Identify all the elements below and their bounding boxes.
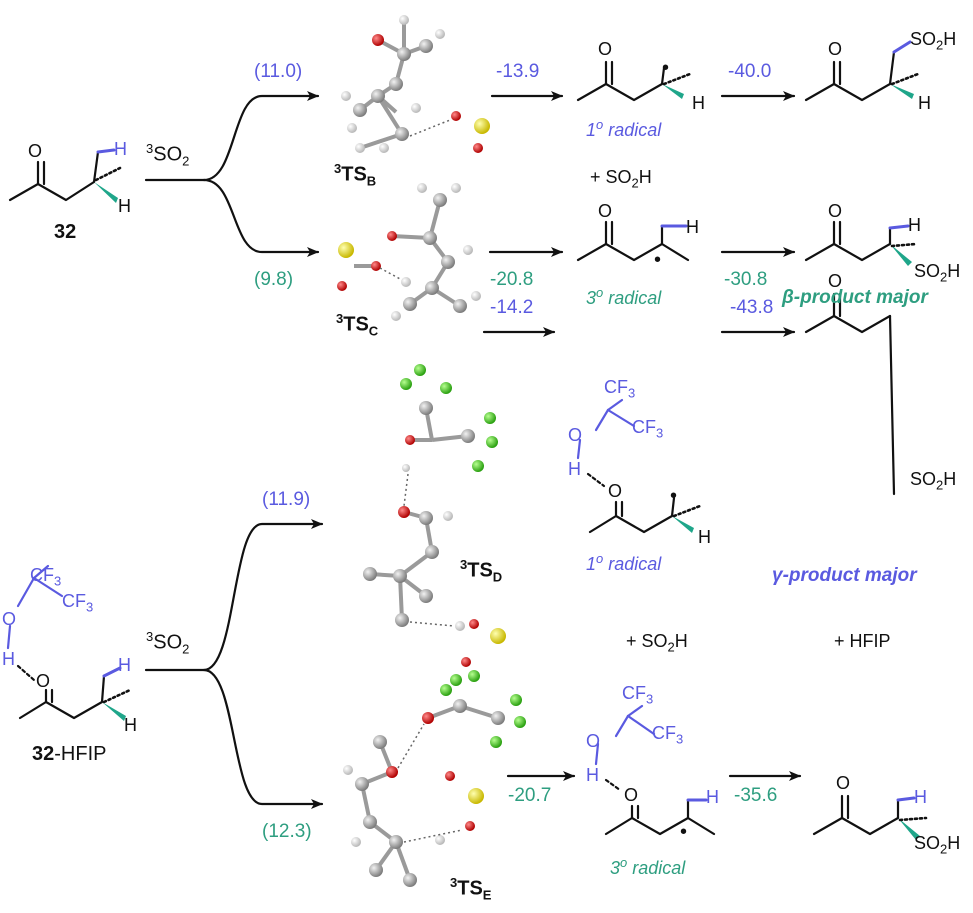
product-c-o: O xyxy=(828,201,843,221)
reactant-label: 32 xyxy=(54,221,77,243)
atom-h-top: H xyxy=(114,139,127,159)
reactant-label-hfip: 32-HFIP xyxy=(32,743,107,765)
beta-product-label: β-product major xyxy=(782,287,928,308)
radical-h: H xyxy=(692,93,705,113)
step1-b: -13.9 xyxy=(496,61,540,82)
e-cf3-a: CF3 xyxy=(622,683,654,707)
step2-b: -40.0 xyxy=(728,61,772,82)
beta-product-structure-top xyxy=(804,220,918,266)
radical-c-dot: • xyxy=(654,249,662,271)
reactant-32-hfip-structure xyxy=(6,564,132,721)
intermediate-c-label: 3o radical xyxy=(586,285,662,308)
product-b-h: H xyxy=(918,93,931,113)
d-co: O xyxy=(608,481,623,501)
byproduct-so2h-top: + SO2H xyxy=(590,167,652,191)
d-cf3-a: CF3 xyxy=(604,377,636,401)
top-branch-arrows xyxy=(144,91,320,257)
byproduct-hfip: + HFIP xyxy=(834,631,891,651)
tertiary-radical-structure-top xyxy=(576,220,690,262)
e-dot: • xyxy=(680,821,688,843)
product-d-so2h: SO2H xyxy=(910,469,957,493)
step2-d: -43.8 xyxy=(730,297,774,318)
barrier-b: (11.0) xyxy=(254,61,303,82)
primary-radical-structure-top xyxy=(576,60,692,102)
barrier-e: (12.3) xyxy=(262,821,312,842)
hfip-o: O xyxy=(2,609,17,629)
reactant-32-structure xyxy=(8,148,122,203)
bottom-h-top: H xyxy=(118,655,131,675)
ts-d-atoms xyxy=(363,364,506,667)
step1-d: -14.2 xyxy=(490,297,534,318)
e-o: O xyxy=(586,731,601,751)
gamma-product-structure-top xyxy=(804,40,920,102)
d-h: H xyxy=(568,459,581,479)
d-dot: • xyxy=(670,485,678,507)
ts-c-label: 3TSC xyxy=(336,311,379,339)
e-co: O xyxy=(624,785,639,805)
product-e-o: O xyxy=(836,773,851,793)
step1-e: -20.7 xyxy=(508,785,552,806)
step2-c: -30.8 xyxy=(724,269,768,290)
gamma-product-structure-bottom xyxy=(804,292,896,496)
barrier-c: (9.8) xyxy=(254,269,294,290)
beta-product-structure-bottom xyxy=(812,794,928,840)
reagent-so2-bottom: 3SO2 xyxy=(146,629,190,657)
bottom-o: O xyxy=(36,671,51,691)
byproduct-so2h-bottom: + SO2H xyxy=(626,631,688,655)
d-cf3-b: CF3 xyxy=(632,417,664,441)
atom-h-bottom: H xyxy=(118,196,131,216)
hfip-h: H xyxy=(2,649,15,669)
intermediate-d-label: 1o radical xyxy=(586,551,662,574)
step2-e: -35.6 xyxy=(734,785,778,806)
ts-b-label: 3TSB xyxy=(334,161,377,189)
product-e-h: H xyxy=(914,787,927,807)
bottom-h-bot: H xyxy=(124,715,137,735)
radical-top-o: O xyxy=(598,39,613,59)
intermediate-b-label: 1o radical xyxy=(586,117,662,140)
hfip-cf3-a: CF3 xyxy=(30,565,62,589)
radical-c-o: O xyxy=(598,201,613,221)
e-h: H xyxy=(586,765,599,785)
product-d-o: O xyxy=(828,271,843,291)
tertiary-radical-structure-bottom xyxy=(594,704,716,836)
e-cf3-b: CF3 xyxy=(652,723,684,747)
barrier-d: (11.9) xyxy=(262,489,311,510)
ts-c-atoms xyxy=(337,183,481,321)
step1-c: -20.8 xyxy=(490,269,534,290)
d-o: O xyxy=(568,425,583,445)
reagent-so2-top: 3SO2 xyxy=(146,141,190,169)
ts-e-label: 3TSE xyxy=(450,875,492,903)
radical-c-h: H xyxy=(686,217,699,237)
product-c-h: H xyxy=(908,215,921,235)
ts-d-label: 3TSD xyxy=(460,557,503,585)
ts-e-atoms xyxy=(343,670,526,887)
product-e-so2h: SO2H xyxy=(914,833,961,857)
ts-b-atoms xyxy=(341,15,490,153)
primary-radical-structure-bottom xyxy=(576,398,702,534)
radical-dot: • xyxy=(662,57,670,79)
hfip-cf3-b: CF3 xyxy=(62,591,94,615)
e-h2: H xyxy=(706,787,719,807)
product-b-so2h: SO2H xyxy=(910,29,957,53)
intermediate-e-label: 3o radical xyxy=(610,855,686,878)
atom-o: O xyxy=(28,141,43,161)
bottom-branch-arrows xyxy=(144,519,324,809)
product-b-o: O xyxy=(828,39,843,59)
gamma-product-label: γ-product major xyxy=(772,565,917,586)
d-h2: H xyxy=(698,527,711,547)
product-c-so2h: SO2H xyxy=(914,261,961,285)
